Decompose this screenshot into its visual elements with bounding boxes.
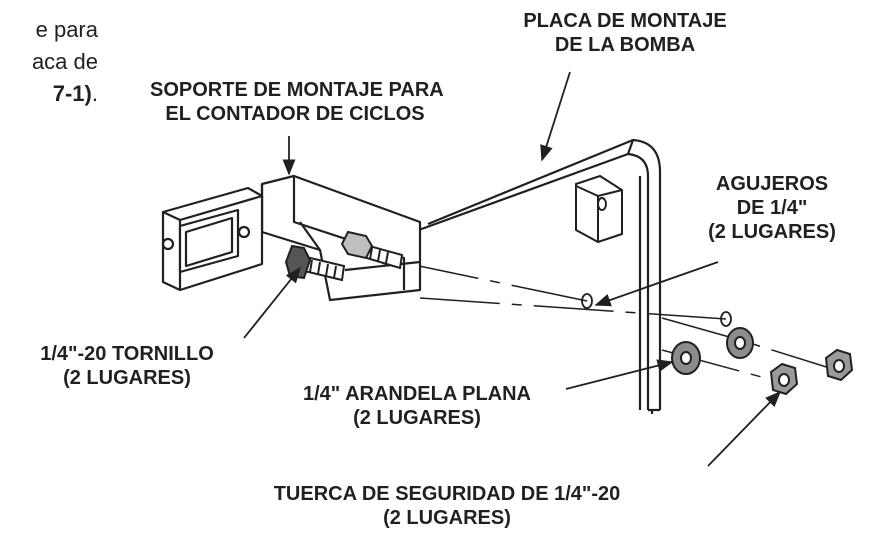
screw-head: [340, 230, 374, 260]
leader-lines: [243, 71, 782, 467]
assembly-centerlines: [399, 261, 837, 383]
label-screw: 1/4"-20 TORNILLO (2 LUGARES): [40, 343, 214, 389]
body-text-line: aca de: [31, 49, 98, 74]
leader-nut: [707, 390, 782, 467]
label-holes: AGUJEROS DE 1/4" (2 LUGARES): [708, 173, 836, 243]
label-pump-plate: PLACA DE MONTAJE DE LA BOMBA: [523, 10, 727, 56]
lock-nuts: [769, 348, 854, 396]
leader-pump-plate: [540, 71, 571, 162]
pump-mounting-plate: [404, 138, 662, 414]
label-washer: 1/4" ARANDELA PLANA (2 LUGARES): [302, 383, 532, 429]
body-text-line: 7-1).: [52, 81, 98, 106]
label-counter-bracket: SOPORTE DE MONTAJE PARA EL CONTADOR DE C…: [150, 79, 444, 125]
body-text-line: e para: [35, 17, 98, 42]
flat-washers: [671, 327, 754, 375]
leader-washer: [565, 359, 674, 390]
figure-reference: 7-1): [52, 81, 92, 106]
leader-holes: [594, 261, 719, 307]
screw-head: [284, 244, 312, 280]
counter-screw: [237, 225, 251, 239]
counter-mounting-bracket: [260, 174, 422, 302]
leader-screw: [243, 266, 302, 339]
cycle-counter: [161, 186, 264, 292]
plate-tab: [575, 174, 623, 244]
counter-screw: [161, 237, 175, 251]
body-text-fragment: e para aca de 7-1).: [0, 14, 98, 110]
label-nut: TUERCA DE SEGURIDAD DE 1/4"-20 (2 LUGARE…: [273, 483, 621, 529]
